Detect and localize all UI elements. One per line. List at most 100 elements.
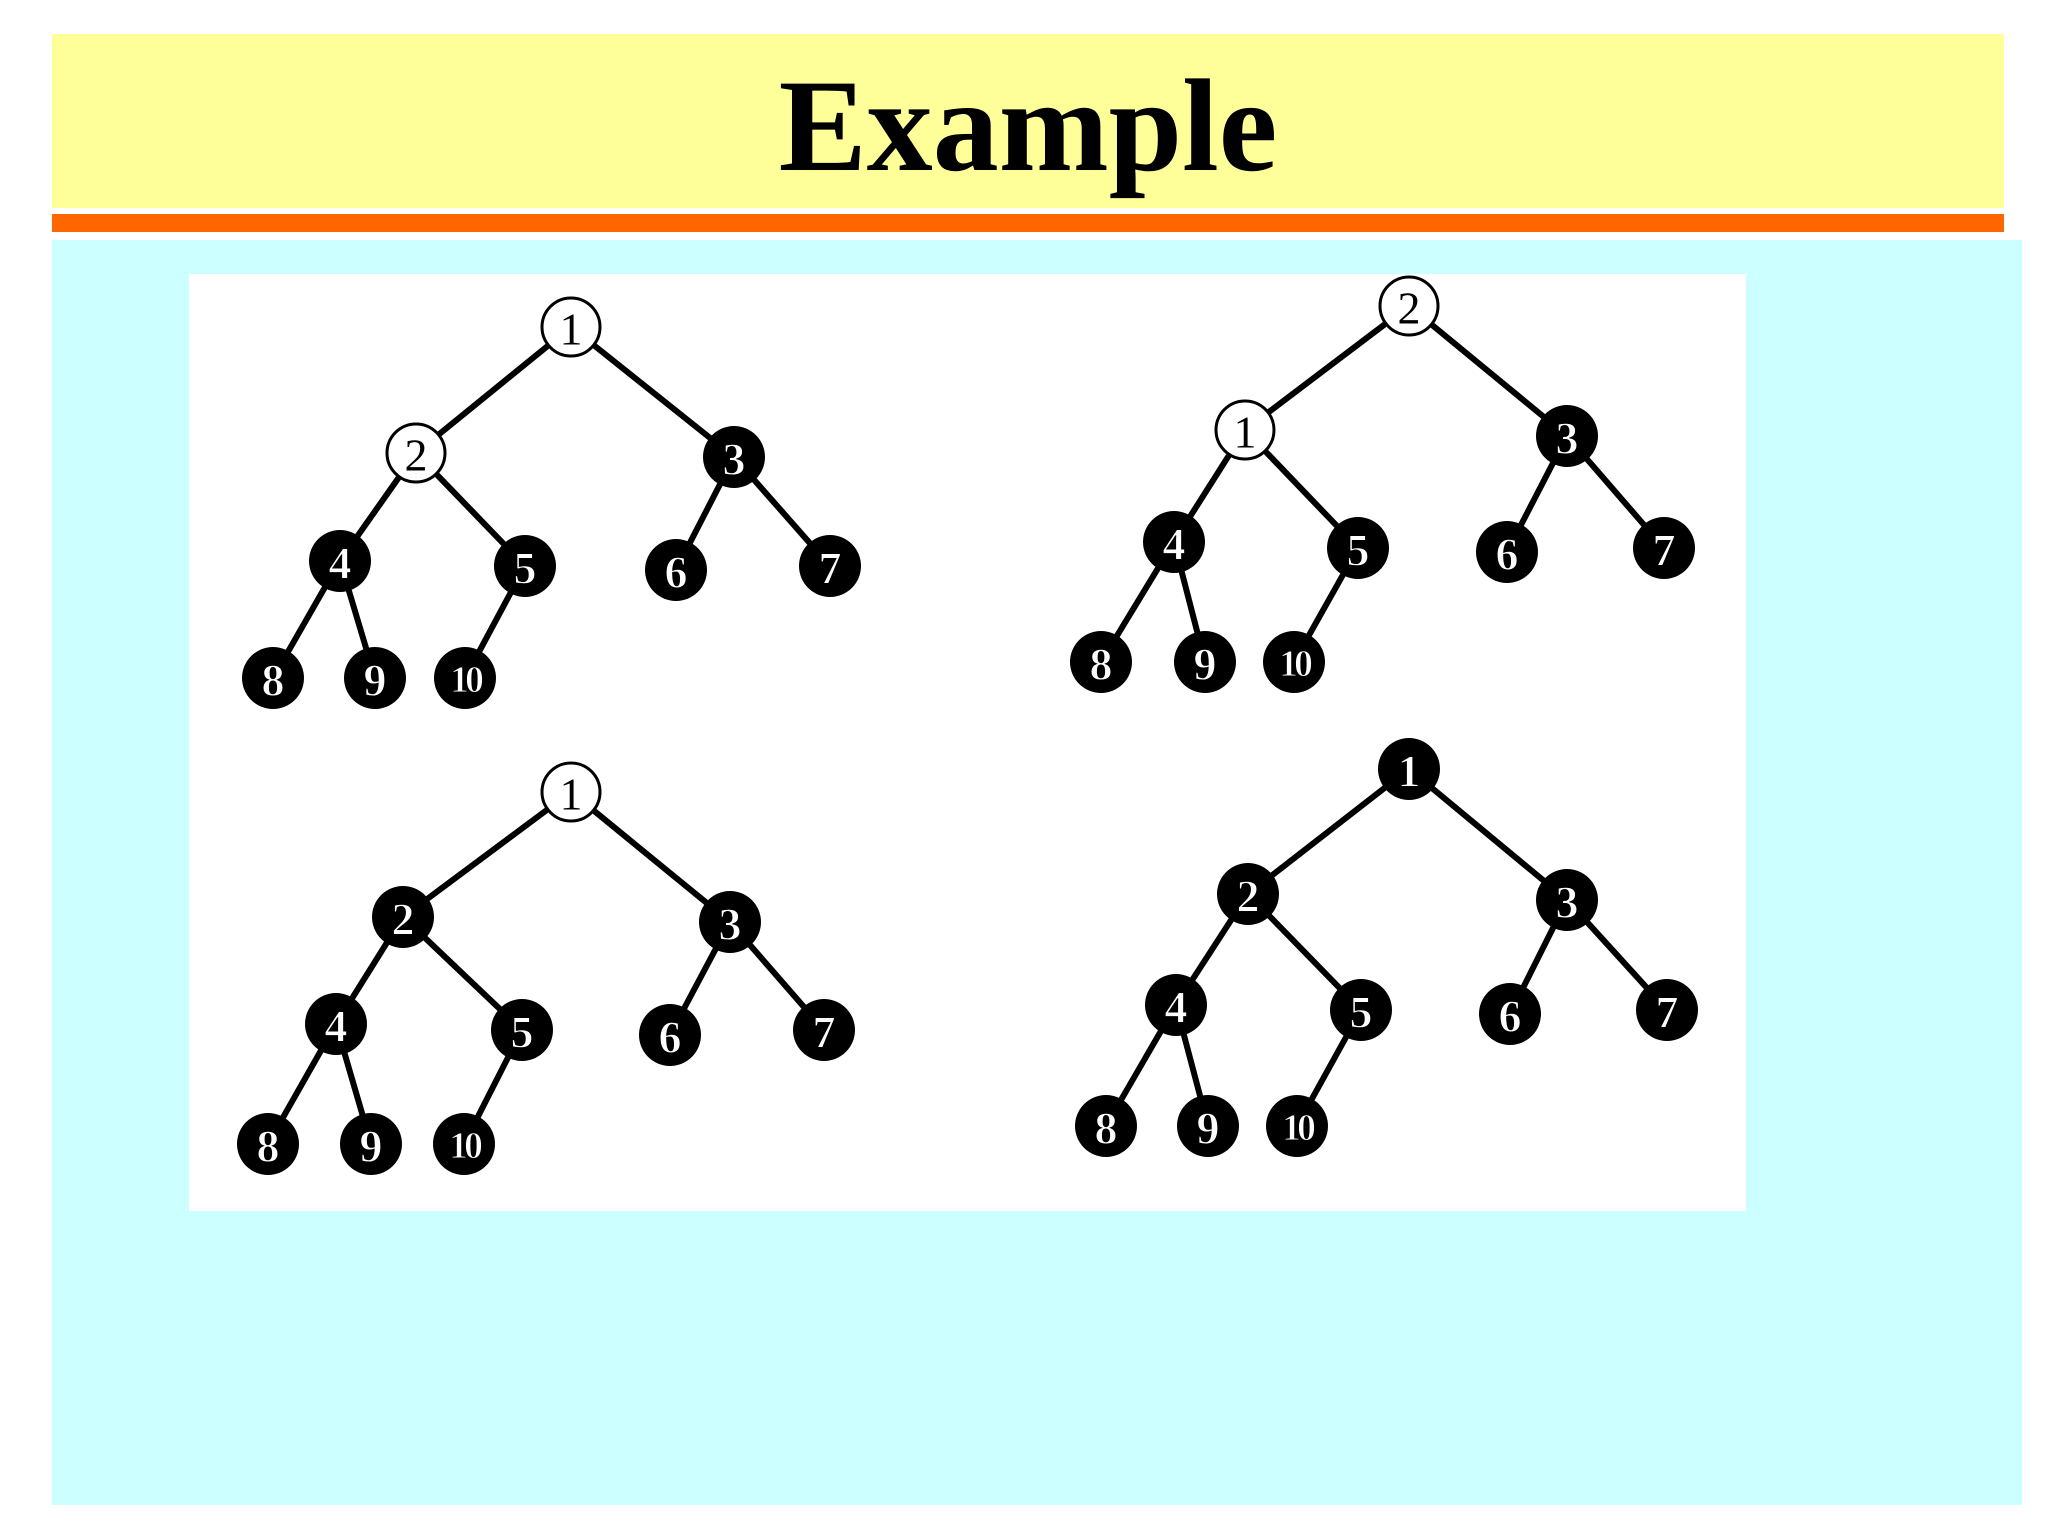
slide-title: Example: [778, 51, 1278, 199]
node-circle-filled: [1476, 521, 1538, 583]
tree-edge: [349, 940, 390, 1001]
node-circle-filled: [703, 426, 765, 488]
tree-node: 8: [242, 647, 304, 709]
node-label: 10: [449, 1125, 482, 1167]
node-circle-filled: [1330, 979, 1392, 1041]
node-circle-filled: [494, 535, 556, 597]
node-label: 4: [329, 538, 352, 589]
node-circle-filled: [1143, 511, 1205, 573]
tree-edge: [591, 808, 710, 906]
tree-edge: [475, 1054, 511, 1120]
tree-edge: [354, 475, 402, 539]
tree-edge: [1429, 785, 1547, 884]
node-label: 6: [665, 547, 688, 598]
node-label: 7: [819, 543, 842, 594]
tree-edge: [422, 935, 503, 1012]
title-divider: [52, 214, 2004, 232]
tree-edge: [1189, 917, 1235, 982]
tree-edge: [747, 942, 807, 1010]
tree-edge: [1266, 321, 1388, 415]
tree-edge: [1263, 449, 1340, 529]
node-circle-filled: [1174, 631, 1236, 693]
tree-edge: [1584, 456, 1647, 528]
tree-node: 6: [639, 1004, 701, 1066]
node-circle-filled: [1327, 517, 1389, 579]
node-label: 1: [560, 769, 583, 820]
tree-node: 6: [645, 539, 707, 601]
tree-edge: [1429, 322, 1547, 420]
node-label: 2: [392, 894, 415, 945]
node-circle-filled: [639, 1004, 701, 1066]
node-circle-filled: [344, 647, 406, 709]
tree-node: 3: [1536, 405, 1598, 467]
node-circle-filled: [699, 891, 761, 953]
tree-node: 3: [1536, 869, 1598, 931]
tree-edge: [592, 343, 713, 441]
node-circle-filled: [1070, 631, 1132, 693]
tree-node: 8: [1075, 1095, 1137, 1157]
tree-node: 10: [434, 647, 496, 709]
node-label: 6: [1496, 529, 1519, 580]
node-label: 5: [514, 543, 537, 594]
node-circle-filled: [340, 1113, 402, 1175]
tree-edge: [345, 587, 370, 652]
node-circle-filled: [1536, 869, 1598, 931]
tree-edge: [1584, 919, 1650, 991]
tree-node: 10: [1263, 631, 1325, 693]
node-label: 8: [257, 1121, 280, 1172]
tree-node: 2: [1217, 863, 1279, 925]
node-circle-filled: [1636, 979, 1698, 1041]
tree-edge: [1306, 572, 1346, 638]
node-label: 1: [1234, 407, 1257, 458]
tree-edge: [434, 472, 507, 547]
node-circle-filled: [1217, 863, 1279, 925]
node-label: 1: [560, 304, 583, 355]
tree-node: 1: [1378, 738, 1440, 800]
node-label: 6: [1499, 991, 1522, 1042]
node-label: 10: [1279, 643, 1312, 685]
node-circle-filled: [1075, 1095, 1137, 1157]
tree-node: 7: [793, 999, 855, 1061]
tree-node: 8: [1070, 631, 1132, 693]
tree-edge: [1180, 1031, 1204, 1100]
tree-node: 9: [344, 647, 406, 709]
tree-node: 5: [491, 999, 553, 1061]
tree-node: 7: [799, 535, 861, 597]
node-label: 8: [1090, 639, 1113, 690]
node-label: 3: [1556, 877, 1579, 928]
node-label: 2: [1237, 871, 1260, 922]
tree-node: 1: [540, 761, 602, 823]
node-circle-filled: [1633, 517, 1695, 579]
tree-node: 9: [1177, 1095, 1239, 1157]
node-label: 7: [1653, 525, 1676, 576]
node-label: 8: [1095, 1103, 1118, 1154]
node-circle-filled: [1536, 405, 1598, 467]
tree-edge: [424, 807, 550, 902]
tree-edge: [341, 1050, 366, 1118]
tree-node: 2: [372, 886, 434, 948]
tree-edge: [1308, 1034, 1350, 1102]
node-circle-open: [540, 296, 602, 358]
tree-node: 4: [305, 993, 367, 1055]
node-circle-filled: [1378, 738, 1440, 800]
node-label: 5: [1350, 987, 1373, 1038]
tree-node: 6: [1476, 521, 1538, 583]
node-circle-filled: [1145, 974, 1207, 1036]
node-circle-open: [1214, 399, 1276, 461]
node-label: 9: [1197, 1103, 1220, 1154]
tree-node: 4: [309, 530, 371, 592]
node-circle-filled: [645, 539, 707, 601]
title-bar: Example: [52, 34, 2004, 208]
node-circle-filled: [491, 999, 553, 1061]
tree-edge: [476, 590, 514, 654]
tree-node: 3: [703, 426, 765, 488]
node-circle-filled: [799, 535, 861, 597]
tree-edge: [751, 477, 813, 546]
tree-edge: [1178, 569, 1201, 635]
node-circle-filled: [1177, 1095, 1239, 1157]
node-label: 7: [1656, 987, 1679, 1038]
tree-node: 5: [1327, 517, 1389, 579]
